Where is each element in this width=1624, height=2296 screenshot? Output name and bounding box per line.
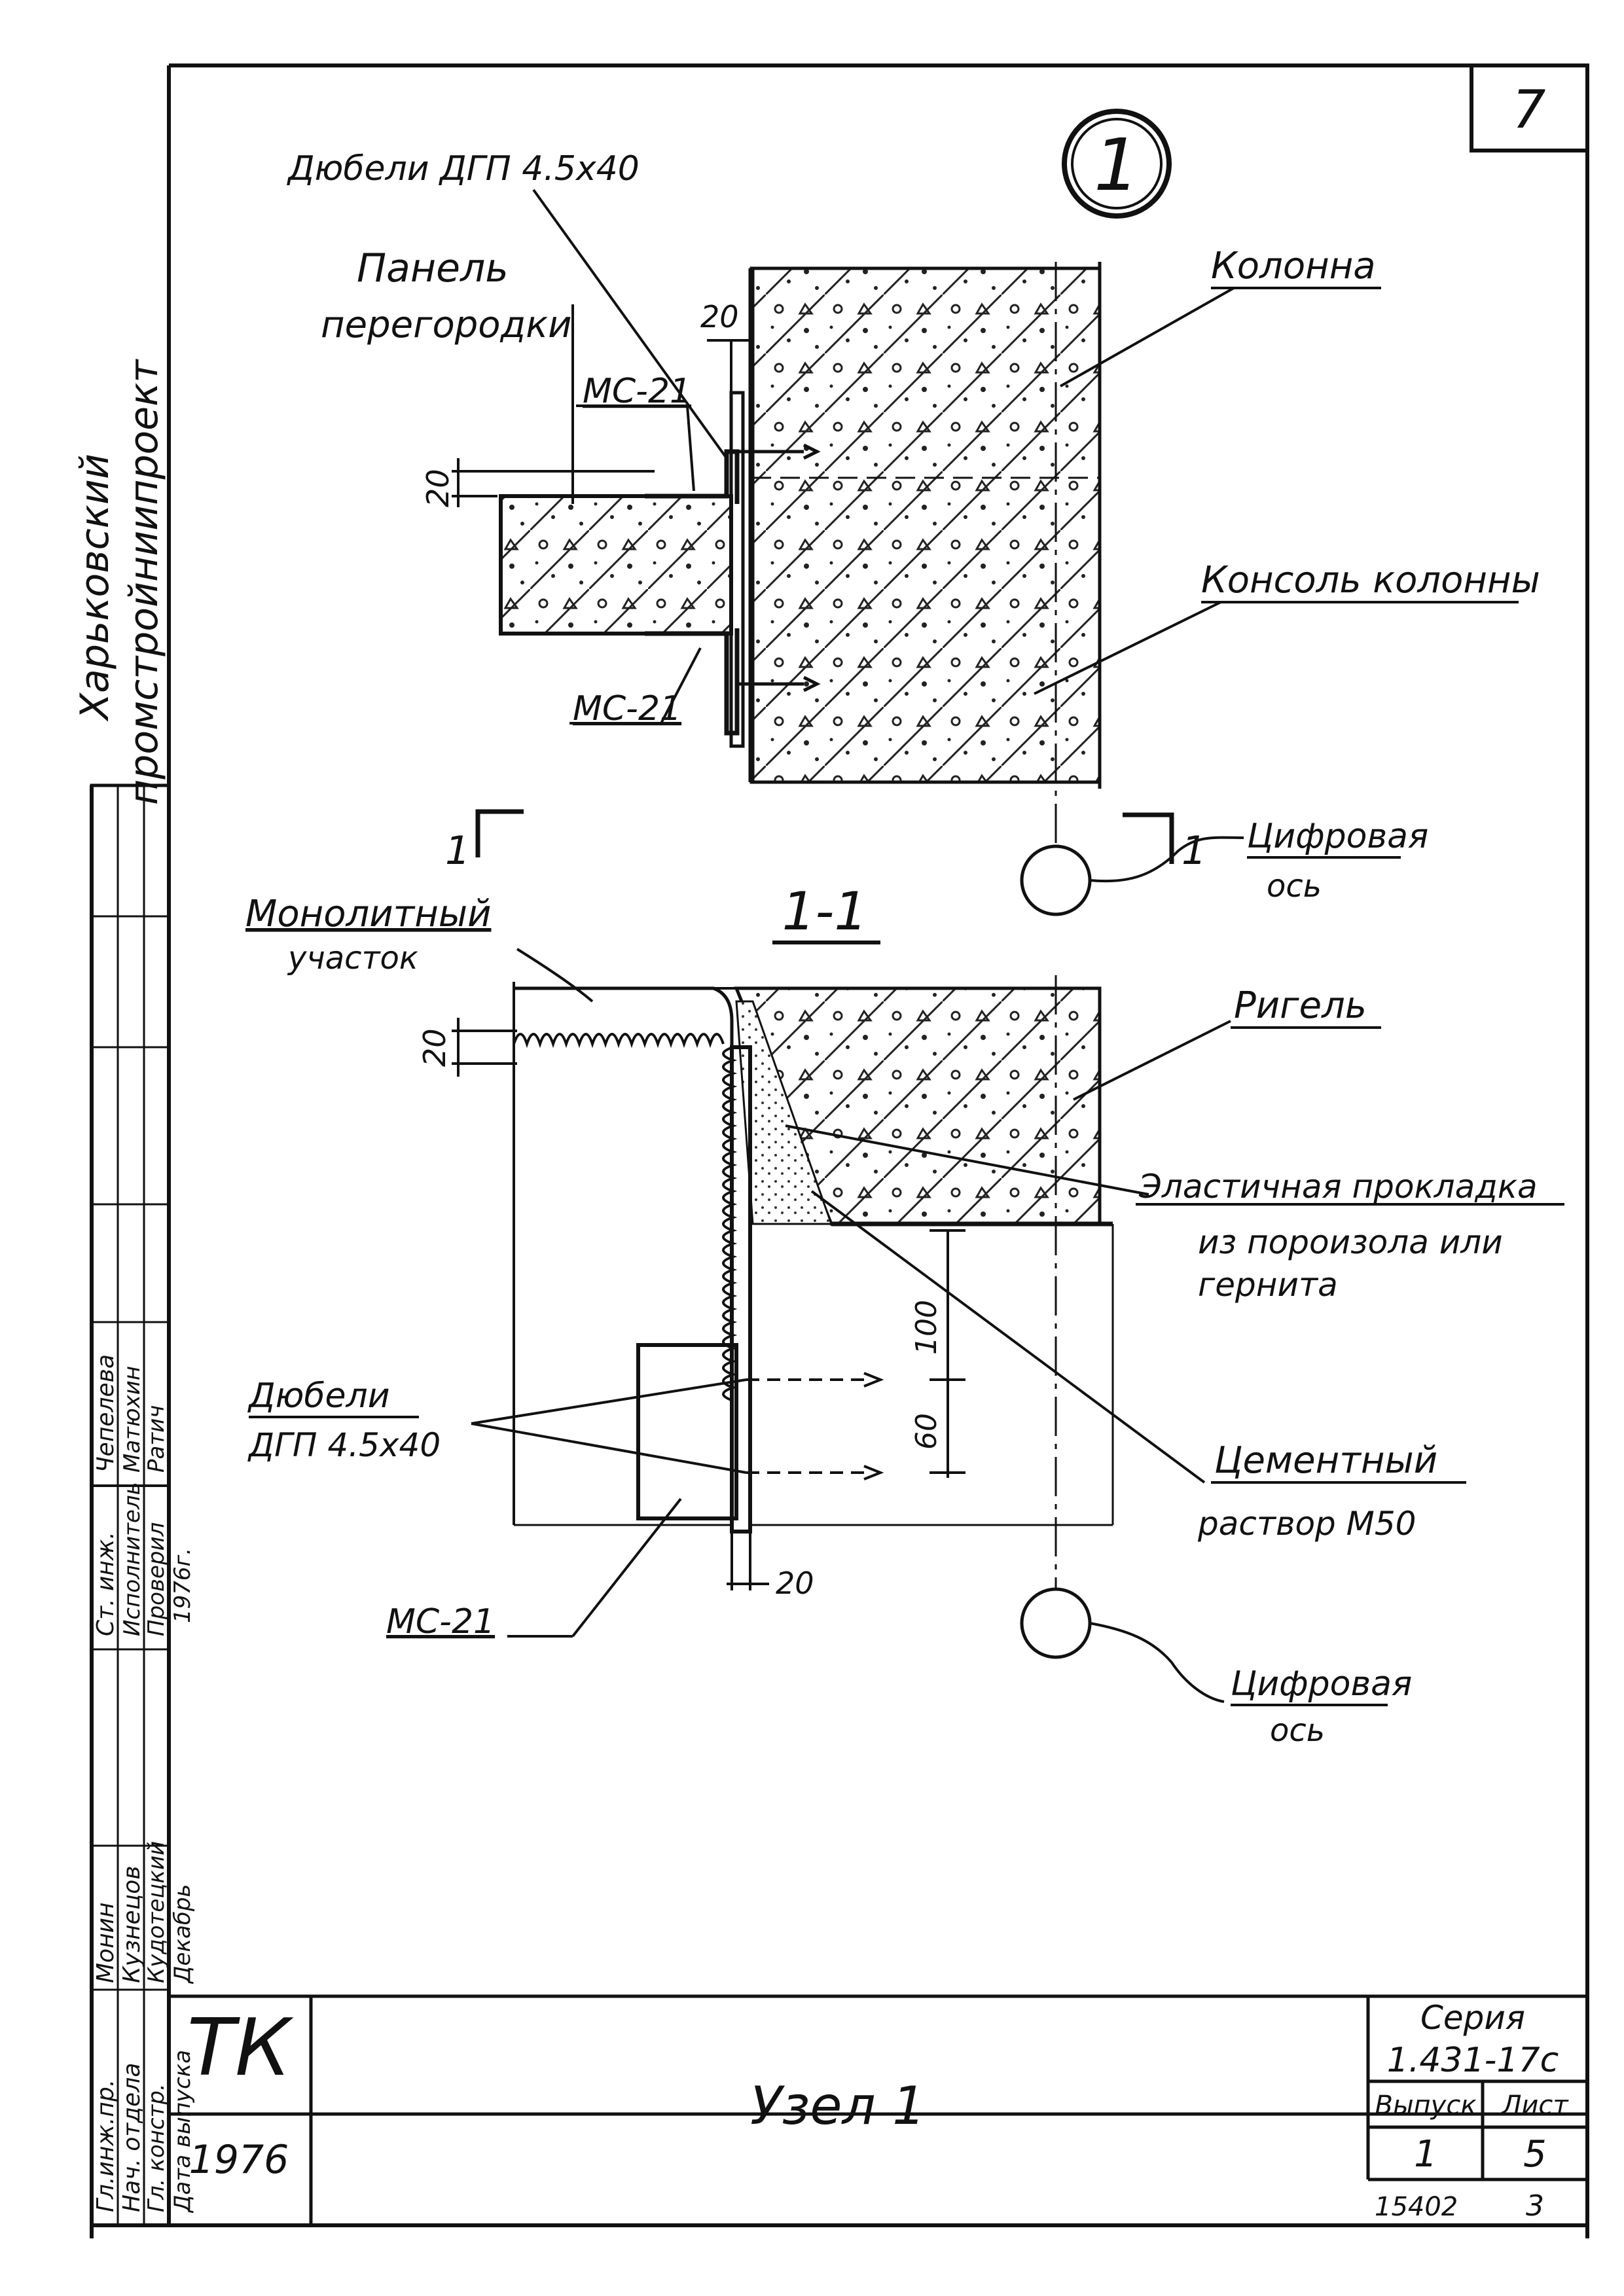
dowel-label-section-2: ДГП 4.5х40 [247,1426,441,1464]
org-line1: Харьковский [72,454,118,722]
dim-20-bottom-label: 20 [776,1566,814,1601]
monolith-label-2: участок [287,940,418,977]
sig-name-1: Монин [92,1902,119,1983]
monolith-label-1: Монолитный [245,893,491,935]
column-label: Колонна [1211,245,1376,287]
ms21-bottom-label: МС-21 [573,689,681,728]
dim-vertical [929,1229,965,1478]
gasket-line1: Эластичная прокладка [1138,1168,1538,1206]
sig-role-4: Дата выпуска [170,2050,196,2214]
dim-20-section-left [452,1018,517,1077]
series-value: 1.431-17с [1387,2041,1559,2080]
panel-label-1: Панель [357,245,509,291]
signature-block: Гл.инж.пр. Монин Нач. отдела Кузнецов Гл… [90,783,196,2227]
dim-20-left [452,458,655,507]
sig-name-4: Декабрь [170,1884,196,1984]
dim-20-top [707,339,753,393]
break-lines [514,1224,1114,1526]
partition-panel-section [730,1045,752,1534]
ms21-plate-section [636,1343,738,1520]
sig-role-6: Исполнитель [119,1482,145,1636]
node-number: 1 [1094,123,1140,207]
node-marker: 1 [1062,109,1172,219]
sheet-title: Узел 1 [750,2075,926,2136]
dim-20-section-left-label: 20 [417,1028,452,1067]
panel-label-2: перегородки [321,304,572,346]
sheet-value: 5 [1523,2133,1547,2176]
console-label: Консоль колонны [1201,559,1540,601]
archive-number: 15402 [1375,2192,1458,2222]
issue-label: Выпуск [1375,2090,1477,2121]
section-mark-right [1123,812,1174,864]
sheet-label: Лист [1500,2090,1569,2121]
sig-name-5: Чепелева [92,1354,119,1473]
axis-label-top-2: ось [1267,868,1322,905]
ms21-section-label: МС-21 [386,1602,495,1641]
section-title: 1-1 [782,881,868,942]
plan-view: 20 20 Дюбели ДГП 4.5х40 Панель перегород… [287,149,1540,916]
dim-20-left-label: 20 [420,469,456,507]
archive-page: 3 [1526,2189,1544,2223]
sig-role-2: Нач. отдела [118,2063,145,2212]
org-line2: промстройниипроект [121,359,167,805]
column-body [749,266,1102,784]
cement-label-2: раствор М50 [1197,1505,1416,1543]
ms21-plate-bottom [645,628,740,736]
title-year: 1976 [189,2137,289,2183]
sig-role-3: Гл. констр. [143,2083,170,2212]
sig-role-7: Проверил [143,1522,170,1636]
section-view: 20 100 60 20 Цифровая ось [245,893,1564,1749]
cement-label-1: Цементный [1214,1439,1437,1482]
sig-name-3: Кудотецкий [143,1841,170,1983]
logo-tk: ТК [187,2003,294,2094]
gasket-line3: гернита [1198,1266,1338,1304]
gasket-line2: из пороизола или [1198,1223,1503,1261]
section-mark-left [475,809,524,857]
axis-label-bottom-1: Цифровая [1231,1664,1412,1704]
title-block [169,1994,1587,2225]
dowels-section [746,1372,884,1480]
plan-leaders [532,188,1235,725]
section-leaders [471,948,1564,1638]
axis-bubble-top [1020,844,1092,916]
sig-name-6: Матюхин [119,1366,145,1473]
series-label: Серия [1420,1999,1525,2037]
dim-20-bottom [727,1525,769,1590]
sig-name-7: Ратич [143,1405,170,1473]
section-right-label: 1 [1182,828,1206,874]
page-number-box: 7 [1470,63,1589,152]
dowels-plan [738,443,821,692]
section-left-label: 1 [445,828,470,874]
dim-60-label: 60 [910,1413,943,1450]
issue-value: 1 [1414,2133,1437,2176]
dim-100-label: 100 [910,1300,943,1355]
ms21-top-label: МС-21 [583,372,691,411]
ms21-plate-top [645,449,740,504]
dowel-label-section-1: Дюбели [247,1376,390,1416]
dim-20-top-label: 20 [700,299,739,334]
sig-role-1: Гл.инж.пр. [92,2079,119,2212]
dowel-label-top: Дюбели ДГП 4.5х40 [287,149,640,188]
sig-role-5: Ст. инж. [92,1532,119,1636]
axis-label-top-1: Цифровая [1247,817,1428,856]
sig-name-2: Кузнецов [118,1866,145,1983]
rigel-label: Ригель [1234,984,1367,1027]
axis-bubble-bottom [1020,1587,1092,1659]
sig-date-4: 1976г. [170,1548,196,1623]
page-number: 7 [1513,79,1546,140]
partition-panel [499,494,733,636]
axis-label-bottom-2: ось [1270,1712,1325,1749]
elastic-gasket [513,1033,738,1402]
cement-mortar [735,1000,833,1225]
org-stamp: Харьковский промстройниипроект [72,359,167,805]
